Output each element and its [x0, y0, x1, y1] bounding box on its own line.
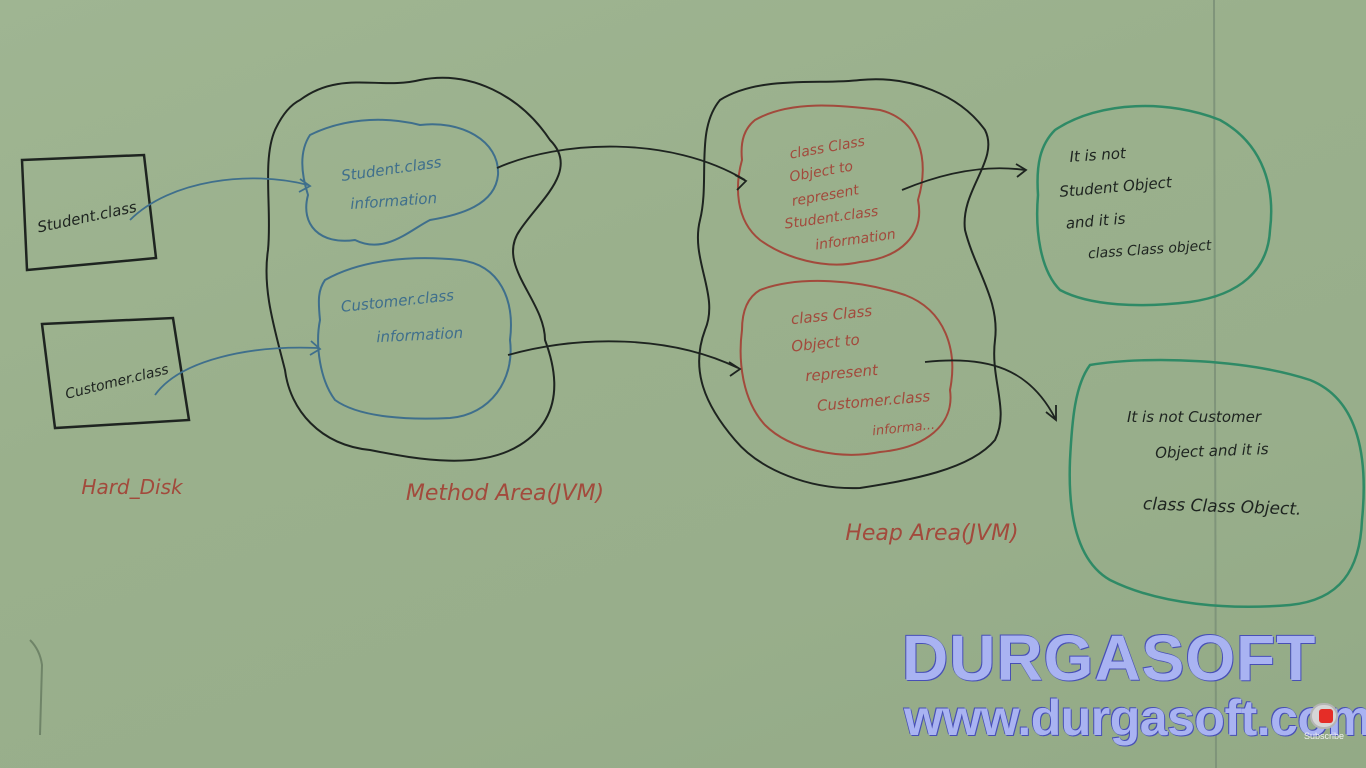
- customer-object-line3: represent: [805, 361, 880, 385]
- hard-disk-label: Hard_Disk: [81, 475, 184, 499]
- arrow-method-to-heap-student-head: [734, 174, 748, 191]
- customer-info-line2: information: [376, 324, 464, 347]
- student-class-object-blob: [737, 104, 924, 266]
- student-note-line3: and it is: [1065, 209, 1126, 232]
- student-note-line2: Student Object: [1059, 173, 1174, 201]
- heap-area-outline: [696, 78, 1002, 490]
- arrow-customer-to-method-head: [309, 340, 322, 356]
- subscribe-label: Subscribe: [1303, 731, 1345, 741]
- arrow-method-to-heap-customer: [507, 340, 739, 369]
- subscribe-button[interactable]: Subscribe: [1302, 703, 1346, 743]
- method-area-section: Student.class information Customer.class…: [265, 76, 604, 506]
- arrow-method-to-heap-student: [496, 145, 746, 181]
- customer-object-line5: informa...: [872, 418, 936, 439]
- hard-disk-section: Student.class Customer.class Hard_Disk: [20, 153, 191, 499]
- student-class-file-label: Student.class: [36, 198, 139, 237]
- board-seam: [1213, 0, 1217, 768]
- board-mark: [29, 639, 44, 736]
- arrows: [129, 145, 1057, 422]
- student-object-line2: Object to: [788, 159, 854, 186]
- method-area-label: Method Area(JVM): [406, 481, 604, 506]
- arrow-heap-to-customer-note: [924, 359, 1056, 419]
- brand-url: www.durgasoft.com: [904, 690, 1366, 746]
- subscribe-icon: [1310, 703, 1338, 729]
- heap-area-section: class Class Object to represent Student.…: [696, 78, 1019, 546]
- brand-name: DURGASOFT: [902, 622, 1317, 694]
- arrow-student-to-method: [129, 177, 309, 221]
- durgasoft-watermark: DURGASOFT www.durgasoft.com: [902, 622, 1366, 746]
- arrow-heap-to-customer-note-head: [1045, 405, 1057, 422]
- customer-class-file-box: [40, 316, 191, 430]
- student-object-line1: class Class: [788, 134, 866, 163]
- student-info-line2: information: [350, 189, 438, 213]
- customer-note-line2: Object and it is: [1155, 440, 1269, 462]
- student-note-line4: class Class object: [1087, 238, 1212, 263]
- customer-info-line1: Customer.class: [340, 286, 455, 316]
- customer-info-blob: [317, 257, 512, 420]
- notes-section: It is not Student Object and it is class…: [1035, 104, 1365, 608]
- student-note-line1: It is not: [1069, 144, 1128, 166]
- arrow-heap-to-student-note-head: [1015, 163, 1028, 178]
- customer-class-file-label: Customer.class: [64, 362, 171, 403]
- arrow-customer-to-method: [154, 346, 319, 396]
- customer-object-line4: Customer.class: [816, 387, 931, 415]
- student-info-blob: [301, 118, 500, 246]
- student-object-line3: represent: [790, 182, 860, 210]
- customer-object-line1: class Class: [790, 302, 873, 328]
- student-info-line1: Student.class: [340, 153, 443, 185]
- student-object-line5: information: [814, 226, 896, 253]
- student-note-outline: [1035, 104, 1273, 307]
- customer-note-line1: It is not Customer: [1127, 408, 1262, 426]
- customer-object-line2: Object to: [790, 330, 860, 355]
- student-class-file-box: [20, 153, 158, 272]
- arrow-heap-to-student-note: [901, 167, 1026, 191]
- heap-area-label: Heap Area(JVM): [845, 521, 1018, 546]
- customer-class-object-blob: [739, 279, 954, 456]
- arrow-method-to-heap-customer-head: [728, 361, 742, 377]
- customer-note-line3: class Class Object.: [1143, 494, 1302, 520]
- customer-note-outline: [1068, 358, 1365, 608]
- method-area-outline: [265, 76, 562, 462]
- arrow-student-to-method-head: [298, 178, 312, 193]
